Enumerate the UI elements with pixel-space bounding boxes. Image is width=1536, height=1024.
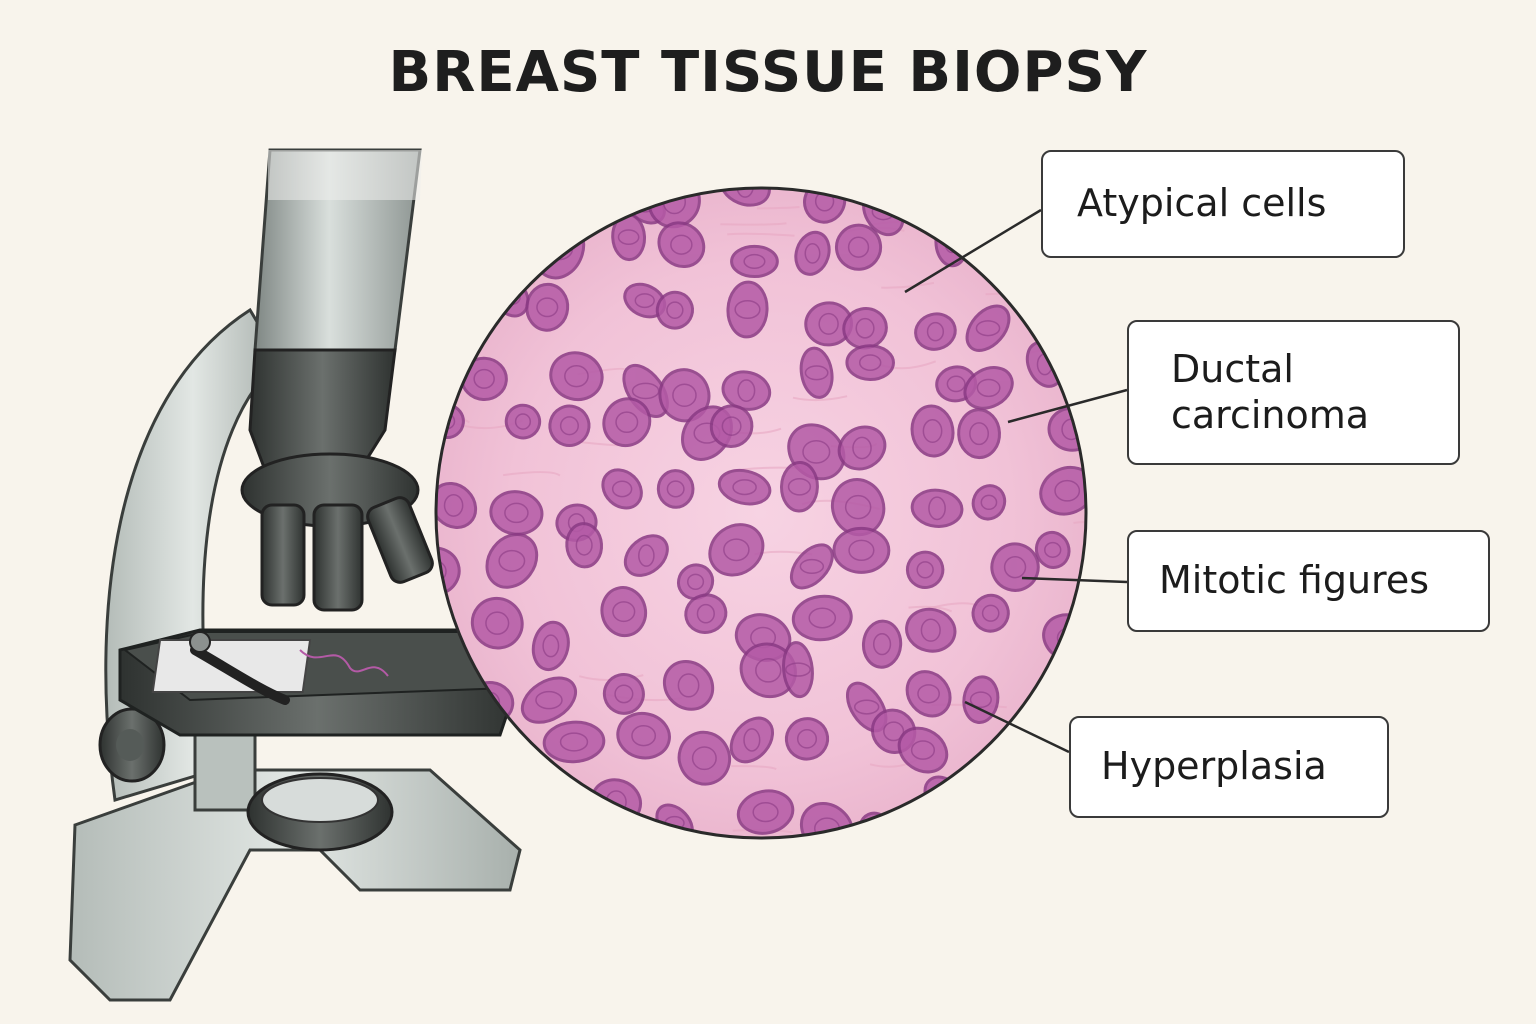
nosepiece-body xyxy=(248,348,397,472)
label-atypical-cells: Atypical cells xyxy=(1041,150,1405,258)
leader-line-atypical xyxy=(904,208,1042,294)
microscope-base xyxy=(68,768,522,1002)
label-mitotic-figures: Mitotic figures xyxy=(1127,530,1490,632)
leader-line-ductal xyxy=(1007,388,1128,424)
objective-lens-1 xyxy=(260,503,306,607)
diagram-title: BREAST TISSUE BIOPSY xyxy=(388,40,1148,105)
microscope xyxy=(68,148,522,1002)
objective-lens-3 xyxy=(366,496,434,584)
tissue-magnification xyxy=(434,186,1088,840)
label-hyperplasia: Hyperplasia xyxy=(1069,716,1389,818)
leader-line-mitotic xyxy=(1021,576,1128,584)
objective-lens-2 xyxy=(312,503,364,612)
leader-line-hyperplasia xyxy=(964,700,1070,754)
label-ductal-carcinoma: Ductal carcinoma xyxy=(1127,320,1460,465)
stage-clip xyxy=(190,645,290,705)
magnification-border xyxy=(434,186,1088,840)
